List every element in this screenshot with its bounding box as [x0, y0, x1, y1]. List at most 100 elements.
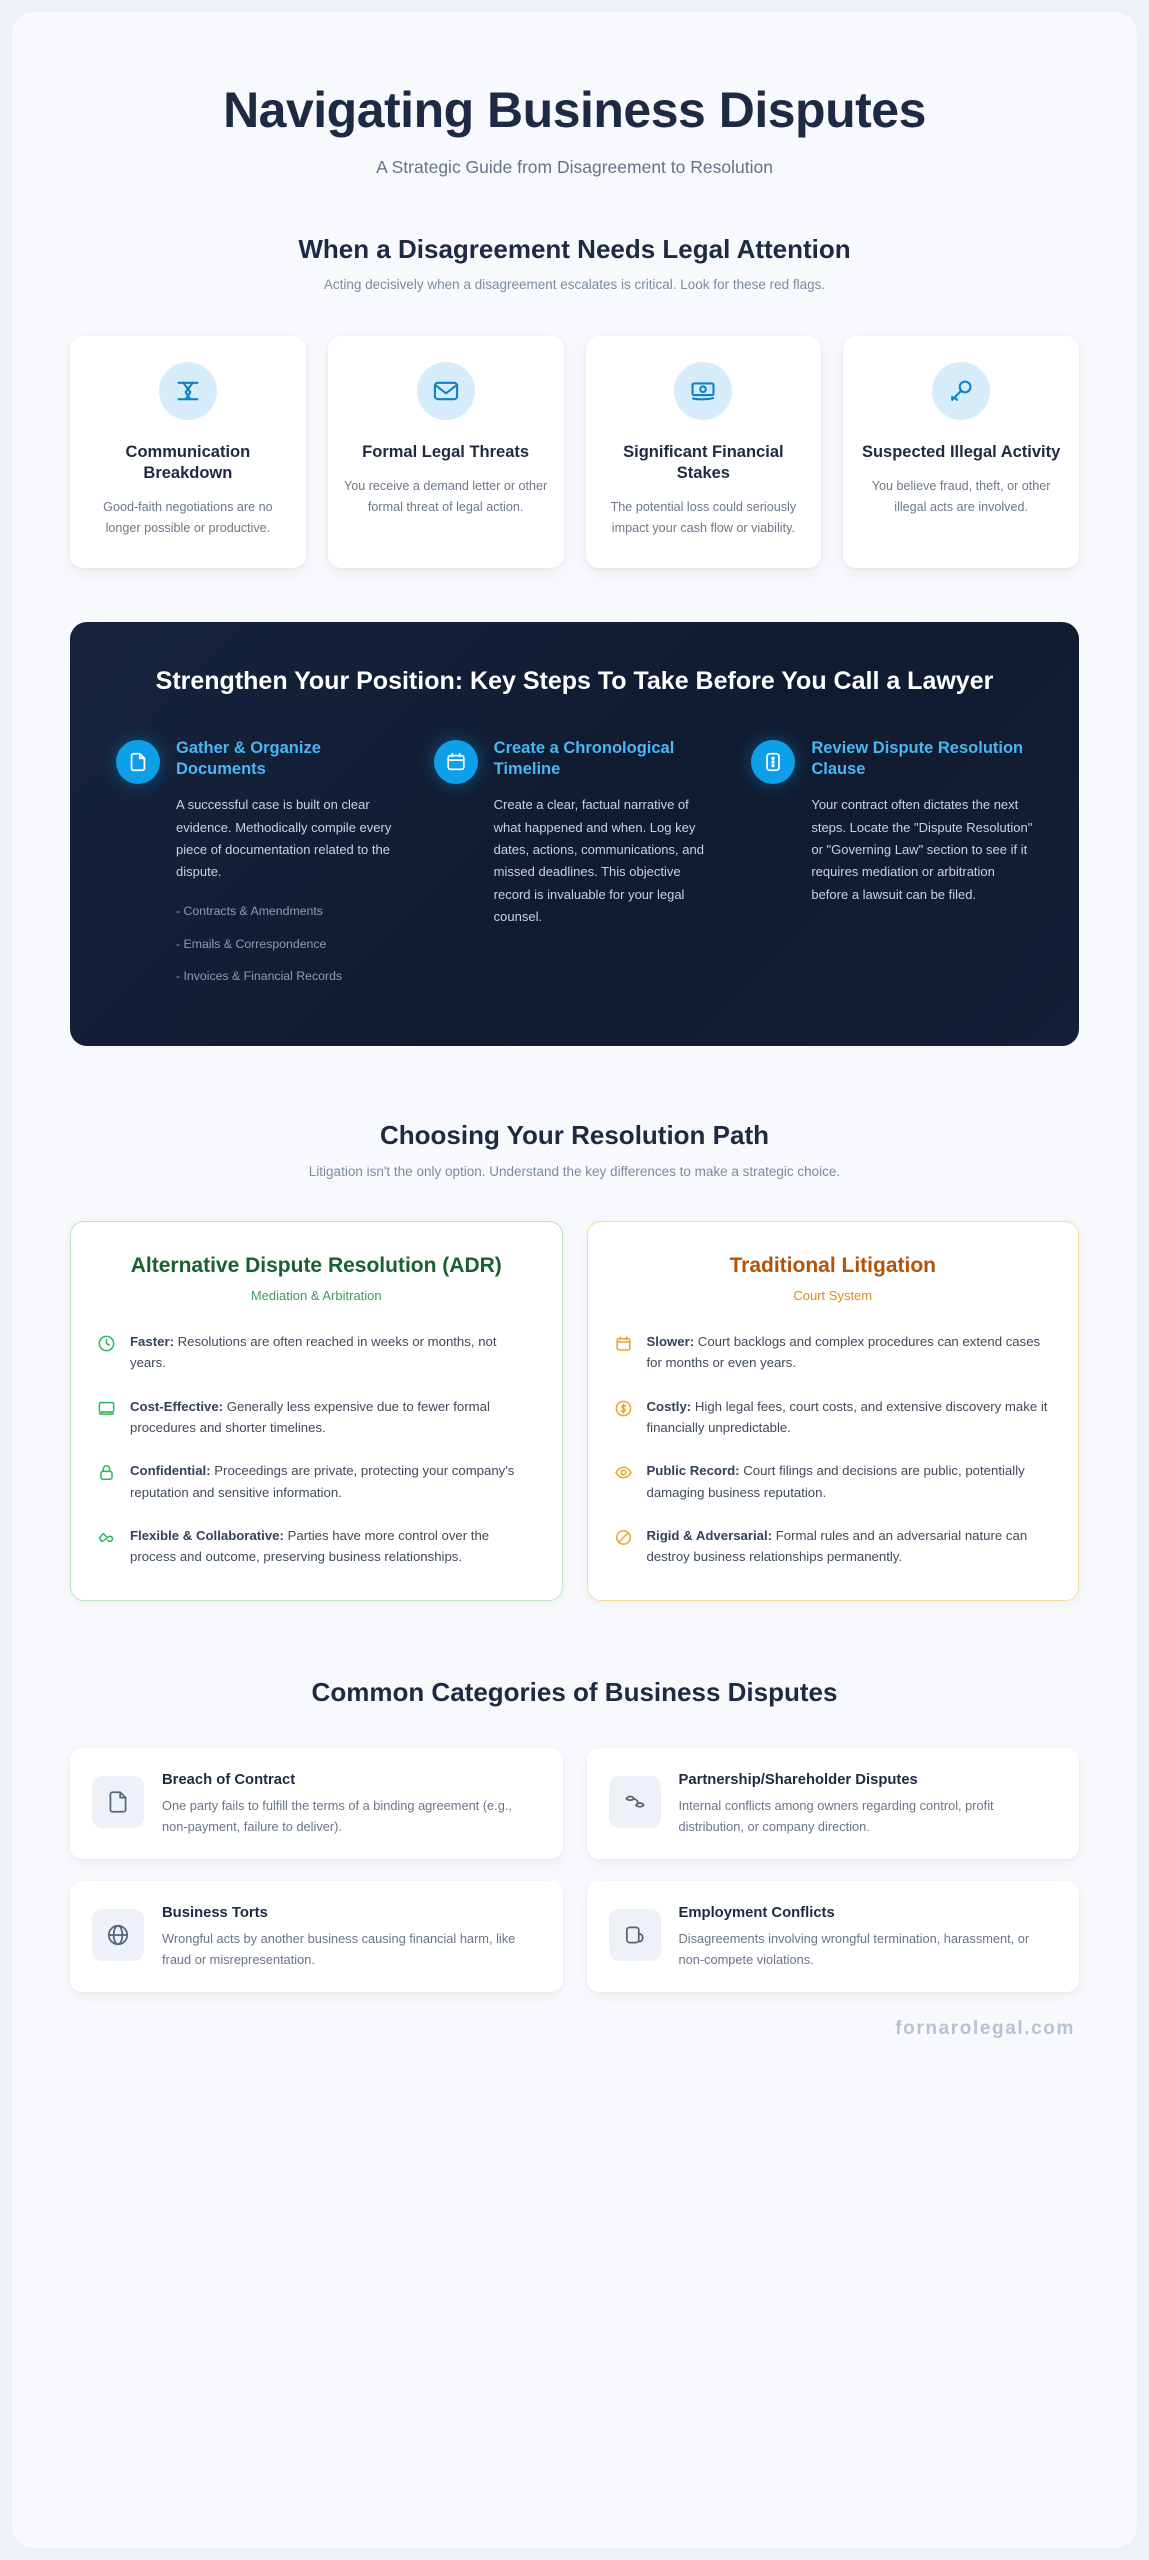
envelope-icon — [416, 362, 475, 421]
globe-icon — [92, 1909, 144, 1962]
adr-benefit: Cost-Effective: Generally less expensive… — [97, 1396, 536, 1439]
adr-benefit-text: Faster: Resolutions are often reached in… — [130, 1331, 536, 1374]
adr-benefit: Confidential: Proceedings are private, p… — [97, 1460, 536, 1503]
adr-benefit-body: Generally less expensive due to fewer fo… — [130, 1398, 490, 1435]
page-title: Navigating Business Disputes — [223, 82, 926, 138]
key-step-desc: Create a clear, factual narrative of wha… — [493, 797, 704, 925]
no-entry-icon — [614, 1528, 634, 1547]
key-step-bullet: - Contracts & Amendments — [176, 903, 323, 918]
category-desc: Internal conflicts among owners regardin… — [678, 1798, 994, 1835]
category-title: Breach of Contract — [162, 1772, 296, 1789]
litigation-drawback-body: High legal fees, court costs, and extens… — [646, 1398, 1048, 1435]
briefcase-icon — [608, 1909, 661, 1962]
key-step-title: Review Dispute Resolution Clause — [811, 738, 1024, 779]
key-icon — [932, 362, 991, 421]
dollar-coin-icon — [614, 1399, 634, 1418]
brand-watermark: fornarolegal.com — [895, 2018, 1075, 2040]
litigation-drawback-text: Costly: High legal fees, court costs, an… — [647, 1396, 1053, 1439]
litigation-drawbacks-list: Slower: Court backlogs and complex proce… — [614, 1331, 1053, 1568]
litigation-drawback: Slower: Court backlogs and complex proce… — [614, 1331, 1053, 1374]
adr-title: Alternative Dispute Resolution (ADR) — [130, 1253, 502, 1277]
litigation-card: Traditional Litigation Court System Slow… — [586, 1220, 1079, 1601]
category-desc: Wrongful acts by another business causin… — [162, 1931, 516, 1968]
red-flag-title: Communication Breakdown — [125, 443, 251, 483]
key-step: Review Dispute Resolution Clause Your co… — [751, 738, 1033, 906]
litigation-drawback-text: Public Record: Court filings and decisio… — [647, 1460, 1053, 1503]
lock-icon — [97, 1463, 117, 1482]
resolution-paths-cards: Alternative Dispute Resolution (ADR) Med… — [70, 1220, 1079, 1601]
litigation-drawback-text: Rigid & Adversarial: Formal rules and an… — [647, 1525, 1053, 1568]
category-card: Employment Conflicts Disagreements invol… — [586, 1881, 1079, 1993]
category-desc: Disagreements involving wrongful termina… — [678, 1931, 1030, 1968]
document-icon — [116, 739, 160, 784]
key-step-desc: A successful case is built on clear evid… — [176, 797, 392, 880]
red-flag-card: Significant Financial Stakes The potenti… — [585, 336, 822, 569]
key-step: Gather & Organize Documents A successful… — [116, 738, 398, 1001]
adr-benefit-body: Resolutions are often reached in weeks o… — [130, 1333, 497, 1371]
hero: Navigating Business Disputes A Strategic… — [70, 60, 1079, 178]
adr-card: Alternative Dispute Resolution (ADR) Med… — [70, 1220, 563, 1601]
category-card: Breach of Contract One party fails to fu… — [70, 1748, 563, 1860]
page-subtitle: A Strategic Guide from Disagreement to R… — [376, 157, 773, 177]
red-flag-desc: You receive a demand letter or other for… — [343, 479, 548, 514]
adr-benefits-list: Faster: Resolutions are often reached in… — [97, 1331, 536, 1568]
litigation-drawback: Rigid & Adversarial: Formal rules and an… — [614, 1525, 1053, 1568]
red-flag-card: Suspected Illegal Activity You believe f… — [843, 336, 1079, 569]
litigation-drawback-label: Costly: — [646, 1398, 692, 1414]
adr-benefit-text: Confidential: Proceedings are private, p… — [130, 1460, 536, 1503]
litigation-drawback-label: Slower: — [646, 1333, 695, 1349]
partnership-icon — [608, 1776, 661, 1829]
resolution-paths-title: Choosing Your Resolution Path — [379, 1120, 770, 1151]
litigation-drawback: Public Record: Court filings and decisio… — [614, 1460, 1053, 1503]
litigation-drawback-body: Formal rules and an adversarial nature c… — [646, 1528, 1028, 1565]
key-step: Create a Chronological Timeline Create a… — [433, 738, 716, 929]
red-flag-title: Significant Financial Stakes — [623, 443, 784, 483]
red-flag-desc: The potential loss could seriously impac… — [610, 500, 797, 535]
key-steps-title: Strengthen Your Position: Key Steps To T… — [155, 667, 994, 696]
red-flags-title: When a Disagreement Needs Legal Attentio… — [298, 234, 851, 264]
broken-handshake-icon — [158, 362, 217, 421]
litigation-drawback-body: Court filings and decisions are public, … — [646, 1463, 1025, 1500]
red-flag-desc: Good-faith negotiations are no longer po… — [103, 500, 273, 535]
adr-benefit-text: Flexible & Collaborative: Parties have m… — [130, 1525, 536, 1568]
key-steps-panel: Strengthen Your Position: Key Steps To T… — [70, 622, 1079, 1047]
clipboard-icon — [751, 739, 796, 784]
adr-benefit-label: Faster: — [130, 1333, 174, 1349]
resolution-paths-heading: Choosing Your Resolution Path Litigation… — [70, 1120, 1079, 1178]
key-step-desc: Your contract often dictates the next st… — [811, 797, 1033, 902]
red-flags-heading: When a Disagreement Needs Legal Attentio… — [70, 234, 1079, 292]
handshake-icon — [97, 1528, 117, 1547]
categories-grid: Breach of Contract One party fails to fu… — [70, 1748, 1079, 1993]
key-step-title: Create a Chronological Timeline — [493, 738, 675, 779]
resolution-paths-subtitle: Litigation isn't the only option. Unders… — [308, 1163, 841, 1179]
red-flag-title: Formal Legal Threats — [362, 443, 530, 462]
calendar-icon — [433, 739, 478, 784]
adr-benefit: Faster: Resolutions are often reached in… — [97, 1331, 536, 1374]
eye-icon — [614, 1463, 634, 1482]
categories-title: Common Categories of Business Disputes — [311, 1676, 838, 1707]
banknote-icon — [674, 362, 733, 421]
key-step-bullet: - Emails & Correspondence — [176, 936, 327, 951]
category-title: Business Torts — [162, 1905, 268, 1922]
key-step-title: Gather & Organize Documents — [176, 738, 321, 779]
category-card: Business Torts Wrongful acts by another … — [70, 1881, 563, 1993]
infographic-sheet: Navigating Business Disputes A Strategic… — [12, 12, 1137, 2548]
key-step-bullets: - Contracts & Amendments - Emails & Corr… — [176, 902, 398, 988]
key-steps-row: Gather & Organize Documents A successful… — [116, 738, 1033, 1001]
adr-benefit-label: Cost-Effective: — [130, 1398, 224, 1414]
category-title: Partnership/Shareholder Disputes — [678, 1772, 918, 1789]
monitor-icon — [97, 1399, 117, 1418]
litigation-drawback-label: Public Record: — [646, 1463, 740, 1479]
litigation-drawback-body: Court backlogs and complex procedures ca… — [646, 1333, 1041, 1371]
adr-benefit-text: Cost-Effective: Generally less expensive… — [130, 1396, 536, 1439]
adr-benefit-body: Parties have more control over the proce… — [130, 1528, 490, 1565]
red-flag-title: Suspected Illegal Activity — [861, 443, 1061, 462]
red-flags-subtitle: Acting decisively when a disagreement es… — [323, 277, 826, 293]
category-title: Employment Conflicts — [678, 1905, 835, 1922]
red-flag-desc: You believe fraud, theft, or other illeg… — [871, 479, 1051, 514]
adr-benefit: Flexible & Collaborative: Parties have m… — [97, 1525, 536, 1568]
litigation-drawback-text: Slower: Court backlogs and complex proce… — [647, 1331, 1053, 1374]
litigation-drawback-label: Rigid & Adversarial: — [646, 1528, 773, 1544]
litigation-title: Traditional Litigation — [729, 1253, 937, 1277]
category-desc: One party fails to fulfill the terms of … — [162, 1798, 512, 1835]
